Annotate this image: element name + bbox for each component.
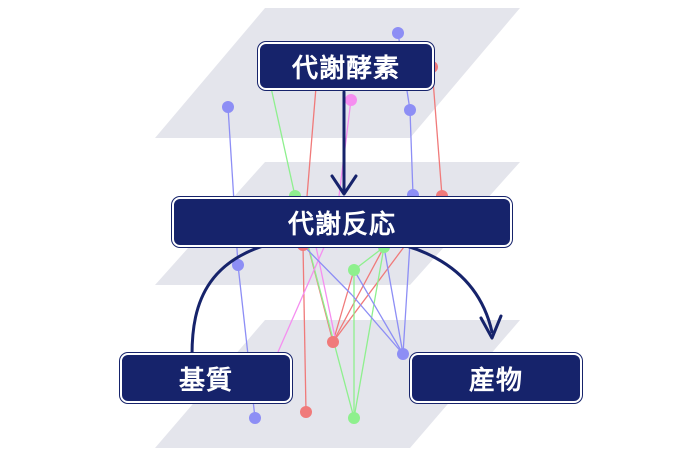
node-blue (397, 348, 409, 360)
node-blue (404, 104, 416, 116)
reaction-label: 代謝反応 (287, 209, 396, 240)
node-green (348, 412, 360, 424)
substrate-label: 基質 (178, 365, 233, 396)
node-red (300, 406, 312, 418)
node-blue (222, 101, 234, 113)
enzyme-arrowhead (330, 174, 358, 196)
node-pink (345, 94, 357, 106)
enzyme-box: 代謝酵素 (258, 42, 434, 90)
node-green (348, 264, 360, 276)
substrate-box: 基質 (120, 353, 292, 403)
node-blue (392, 27, 404, 39)
node-blue (232, 259, 244, 271)
enzyme-label: 代謝酵素 (291, 53, 400, 84)
product-label: 産物 (468, 365, 523, 396)
node-red (327, 336, 339, 348)
layer-plane-bottom (155, 320, 520, 448)
product-arrowhead (479, 314, 503, 340)
node-blue (249, 412, 261, 424)
reaction-box: 代謝反応 (172, 197, 512, 247)
product-box: 産物 (410, 353, 582, 403)
